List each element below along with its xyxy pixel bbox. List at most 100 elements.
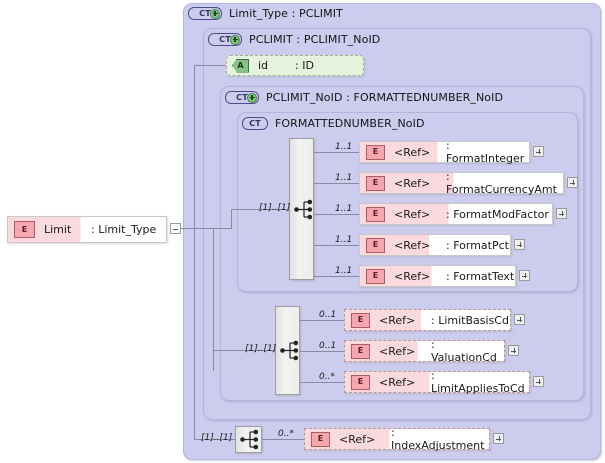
expander-index-adjustment[interactable] xyxy=(493,433,504,444)
element-format-integer[interactable]: E <Ref> : FormatInteger xyxy=(359,139,530,165)
connector xyxy=(173,228,203,229)
element-limit-applies-to-cd[interactable]: E <Ref> : LimitAppliesToCd xyxy=(344,369,530,395)
connector xyxy=(194,65,226,66)
occurrence-format-integer: 1..1 xyxy=(335,142,353,152)
connector xyxy=(213,228,232,229)
occurrence-format-text: 1..1 xyxy=(335,266,353,276)
element-type-label: : ValuationCd xyxy=(431,338,497,364)
attribute-icon: A xyxy=(232,58,249,73)
sequence-icon xyxy=(280,340,299,361)
connector xyxy=(262,439,304,440)
element-icon: E xyxy=(351,343,370,359)
attribute-id-type: : ID xyxy=(295,59,314,72)
connector xyxy=(300,351,344,352)
expander-limit-basis-cd[interactable] xyxy=(514,314,525,325)
element-type-label: : LimitBasisCd xyxy=(431,313,509,327)
connector xyxy=(314,152,359,153)
element-ref-label: <Ref> xyxy=(379,344,416,358)
root-element-type: : Limit_Type xyxy=(91,223,157,236)
connector xyxy=(194,65,195,439)
expander-format-integer[interactable] xyxy=(533,146,544,157)
header-formattednumber-noid-label: FORMATTEDNUMBER_NoID xyxy=(275,117,425,130)
occurrence-format-mod-factor: 1..1 xyxy=(335,204,353,214)
connector xyxy=(231,209,288,210)
header-pclimit: CT PCLIMIT : PCLIMIT_NoID xyxy=(208,33,380,46)
occurrence-limit-applies-to-cd: 0..* xyxy=(319,372,335,382)
element-ref-label: <Ref> xyxy=(394,269,431,283)
element-ref-label: <Ref> xyxy=(394,207,431,221)
occurrence-format-pct: 1..1 xyxy=(335,235,353,245)
element-format-currency-amt[interactable]: E <Ref> : FormatCurrencyAmt xyxy=(359,170,564,196)
complextype-plus-icon[interactable]: CT xyxy=(188,7,222,20)
header-pclimit-label: PCLIMIT : PCLIMIT_NoID xyxy=(249,33,381,46)
element-icon: E xyxy=(311,431,330,447)
occurrence-compositor-1: [1]..[1] xyxy=(259,203,291,213)
element-icon: E xyxy=(366,175,385,191)
header-pclimit-noid: CT PCLIMIT_NoID : FORMATTEDNUMBER_NoID xyxy=(225,91,503,104)
element-type-label: : FormatPct xyxy=(446,238,509,252)
attribute-id[interactable]: A id : ID xyxy=(226,55,364,76)
connector xyxy=(314,245,359,246)
occurrence-compositor-2: [1]..[1] xyxy=(245,344,277,354)
element-type-label: : FormatInteger xyxy=(446,139,525,165)
sequence-icon xyxy=(294,199,313,220)
connector xyxy=(194,439,235,440)
expander-format-pct[interactable] xyxy=(514,239,525,250)
header-limit-type: CT Limit_Type : PCLIMIT xyxy=(188,7,343,20)
element-limit-basis-cd[interactable]: E <Ref> : LimitBasisCd xyxy=(344,309,511,331)
element-icon: E xyxy=(366,268,385,284)
expander-limit-applies-to-cd[interactable] xyxy=(533,376,544,387)
element-icon: E xyxy=(351,312,370,328)
connector xyxy=(194,228,214,229)
element-ref-label: <Ref> xyxy=(394,176,431,190)
element-index-adjustment[interactable]: E <Ref> : IndexAdjustment xyxy=(304,426,490,452)
connector xyxy=(300,382,344,383)
element-icon: E xyxy=(366,144,385,160)
element-type-label: : FormatCurrencyAmt xyxy=(446,170,557,196)
element-ref-label: <Ref> xyxy=(339,432,376,446)
element-type-label: : FormatText xyxy=(446,269,515,283)
element-ref-label: <Ref> xyxy=(379,313,416,327)
occurrence-valuation-cd: 0..1 xyxy=(319,341,337,351)
sequence-icon xyxy=(240,429,259,450)
attribute-id-name: id xyxy=(258,59,269,72)
element-format-text[interactable]: E <Ref> : FormatText xyxy=(359,265,516,287)
complextype-plus-icon[interactable]: CT xyxy=(208,33,242,46)
element-icon: E xyxy=(351,374,370,390)
expander-format-text[interactable] xyxy=(519,270,530,281)
header-formattednumber-noid: CT FORMATTEDNUMBER_NoID xyxy=(242,117,425,130)
connector xyxy=(314,214,359,215)
expander-format-currency-amt[interactable] xyxy=(567,177,578,188)
element-format-pct[interactable]: E <Ref> : FormatPct xyxy=(359,234,511,256)
element-type-label: : IndexAdjustment xyxy=(391,426,485,452)
header-pclimit-noid-label: PCLIMIT_NoID : FORMATTEDNUMBER_NoID xyxy=(266,91,504,104)
connector xyxy=(213,350,275,351)
connector xyxy=(300,320,344,321)
element-ref-label: <Ref> xyxy=(379,375,416,389)
expander-limit-root[interactable] xyxy=(170,223,181,234)
connector xyxy=(213,228,214,371)
complextype-icon[interactable]: CT xyxy=(242,117,268,130)
element-format-mod-factor[interactable]: E <Ref> : FormatModFactor xyxy=(359,203,553,225)
expander-format-mod-factor[interactable] xyxy=(556,208,567,219)
element-type-label: : LimitAppliesToCd xyxy=(431,369,525,395)
element-ref-label: <Ref> xyxy=(394,145,431,159)
occurrence-format-currency-amt: 1..1 xyxy=(335,173,353,183)
element-limit-root[interactable]: E Limit : Limit_Type xyxy=(7,216,167,243)
occurrence-limit-basis-cd: 0..1 xyxy=(319,310,337,320)
element-valuation-cd[interactable]: E <Ref> : ValuationCd xyxy=(344,338,505,364)
element-ref-label: <Ref> xyxy=(394,238,431,252)
connector xyxy=(314,276,359,277)
element-icon: E xyxy=(366,206,385,222)
element-icon: E xyxy=(366,237,385,253)
occurrence-compositor-3: [1]..[1] xyxy=(201,433,233,443)
occurrence-index-adjustment: 0..* xyxy=(278,429,294,439)
element-type-label: : FormatModFactor xyxy=(446,207,549,221)
root-element-name: Limit xyxy=(44,223,72,236)
expander-valuation-cd[interactable] xyxy=(508,345,519,356)
connector xyxy=(231,209,232,229)
element-icon: E xyxy=(14,221,35,238)
header-limit-type-label: Limit_Type : PCLIMIT xyxy=(229,7,343,20)
connector xyxy=(314,183,359,184)
complextype-plus-icon[interactable]: CT xyxy=(225,91,259,104)
